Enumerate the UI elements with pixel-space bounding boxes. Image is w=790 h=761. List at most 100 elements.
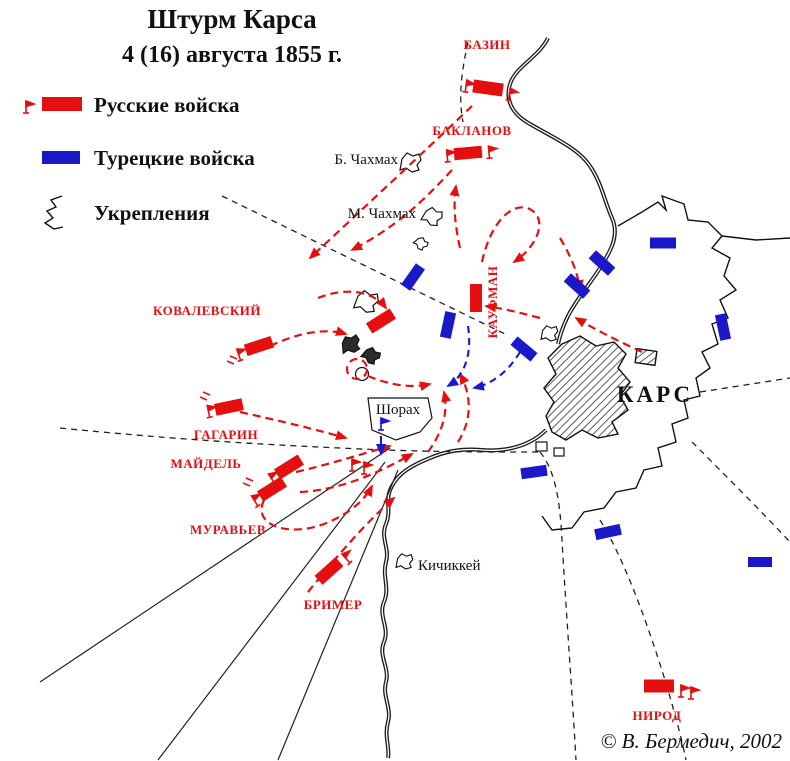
- label-kaufman: КАУФМАН: [485, 266, 500, 339]
- fort-redoubt-circle: [354, 366, 370, 382]
- kars-city-polygon: [543, 335, 631, 441]
- label-b-chakhmakh: Б. Чахмах: [334, 152, 398, 168]
- red-arrow-toward-blue-pair: [559, 237, 584, 292]
- turkish-unit: [588, 250, 616, 276]
- label-nirod: НИРОД: [633, 708, 682, 723]
- unit-rect: [256, 476, 288, 502]
- flag-icon: [484, 144, 499, 160]
- unit-rect: [470, 284, 482, 312]
- label-baklanov: БАКЛАНОВ: [432, 123, 511, 138]
- river-lower: [380, 428, 548, 759]
- russian-troops-swatch: [42, 97, 82, 111]
- russian-unit-bazin: [461, 78, 519, 102]
- river-line: [506, 37, 617, 345]
- map-title: Штурм Карса 4 (16) августа 1855 г.: [122, 4, 342, 68]
- fort-small: [412, 234, 431, 253]
- unit-rect: [650, 237, 676, 249]
- red-arrow-center-north: [449, 184, 462, 249]
- unit-rect: [520, 464, 548, 480]
- legend-turkish-label: Турецкие войска: [94, 146, 255, 170]
- russian-unit-maydel-2: [248, 476, 288, 509]
- road-dashed-diagonal: [221, 195, 506, 335]
- label-kichikkey: Кичиккей: [418, 558, 481, 574]
- kars-enceinte-wall: [541, 194, 738, 531]
- russian-unit-maydel-1: [265, 454, 305, 487]
- commander-labels: БАЗИН БАКЛАНОВ КОВАЛЕВСКИЙ КАУФМАН ГАГАР…: [153, 37, 682, 723]
- turkish-troops-swatch: [42, 151, 80, 164]
- copyright-note: © В. Бермедич, 2002: [600, 729, 782, 753]
- river-line: [380, 428, 548, 759]
- legend: Русские войска Турецкие войска Укреплени…: [22, 93, 255, 230]
- russian-attack-arrows: [239, 105, 643, 593]
- kars-annex: [634, 347, 658, 367]
- russian-unit-center: [365, 308, 397, 334]
- river-upper: [506, 37, 617, 345]
- flag-icon: [687, 686, 700, 700]
- turkish-unit: [650, 237, 676, 249]
- russian-unit-kaufman: [470, 284, 482, 312]
- artillery-ticks: [242, 477, 254, 487]
- kars-city: [535, 335, 658, 457]
- unit-rect: [748, 557, 772, 567]
- unit-rect: [214, 398, 244, 416]
- unit-rect: [588, 250, 616, 276]
- red-arrow-gagarin: [239, 410, 348, 441]
- road-dashed-west-east: [59, 427, 541, 453]
- road-dashed-southeast: [599, 519, 687, 761]
- russian-units: [199, 78, 700, 700]
- river-inner: [381, 429, 547, 759]
- red-arrow-shorakh-north-1: [427, 390, 452, 453]
- turkish-units: [377, 237, 772, 567]
- red-arrow-shorakh-north-2: [457, 372, 470, 443]
- river-inner: [507, 37, 616, 345]
- turkish-counter-arrows: [376, 325, 521, 456]
- red-arrow-over-forts: [317, 290, 388, 310]
- unit-rect: [453, 145, 483, 161]
- unit-rect: [563, 273, 591, 299]
- unit-rect: [365, 308, 397, 334]
- red-arrow-brimer: [307, 496, 396, 593]
- fort-shorakh-heights-3: [359, 344, 383, 367]
- road-dashed-east: [699, 377, 790, 393]
- russian-unit-kovalevsky: [233, 335, 275, 363]
- fort-kichikkey: [395, 553, 414, 570]
- russian-unit-gagarin: [203, 398, 244, 419]
- road-dashed-east-se: [691, 441, 790, 543]
- fort-citadel: [540, 325, 559, 342]
- blue-arrow-sortie-1: [446, 325, 471, 388]
- label-brimer: БРИМЕР: [304, 597, 363, 612]
- artillery-ticks: [226, 355, 238, 365]
- turkish-unit: [439, 311, 457, 339]
- turkish-unit: [563, 273, 591, 299]
- flag-icon: [442, 148, 457, 163]
- kars-suburb-1: [535, 441, 548, 452]
- turkish-unit: [401, 263, 425, 291]
- red-arrow-kovalevsky: [269, 326, 348, 347]
- unit-rect: [594, 523, 622, 541]
- blue-arrow-sortie-2: [472, 351, 521, 391]
- unit-rect: [273, 454, 305, 480]
- russian-unit-nirod: [644, 679, 700, 700]
- unit-rect: [401, 263, 425, 291]
- russian-unit-baklanov: [442, 144, 499, 163]
- label-m-chakhmakh: М. Чахмах: [348, 206, 417, 222]
- label-gagarin: ГАГАРИН: [194, 427, 258, 442]
- legend-fortifications-label: Укрепления: [94, 201, 210, 225]
- label-kars: КАРС: [617, 382, 693, 407]
- fort-shorakh-heights-2: [338, 333, 363, 356]
- turkish-unit: [748, 557, 772, 567]
- place-labels: Б. Чахмах М. Чахмах Шорах КАРС Кичиккей: [334, 152, 693, 574]
- unit-rect: [439, 311, 457, 339]
- fort-b-chakhmakh: [399, 152, 422, 173]
- turkish-unit: [520, 464, 548, 480]
- label-maydel: МАЙДЕЛЬ: [171, 456, 242, 471]
- road-dashed-south: [539, 451, 577, 761]
- fort-m-chakhmakh: [419, 204, 445, 229]
- unit-rect: [243, 335, 275, 357]
- turkish-unit: [594, 523, 622, 541]
- flag-icon: [360, 461, 373, 475]
- unit-rect: [714, 313, 732, 341]
- road-solid-sw3: [277, 469, 399, 761]
- red-arrow-center-east: [367, 374, 432, 392]
